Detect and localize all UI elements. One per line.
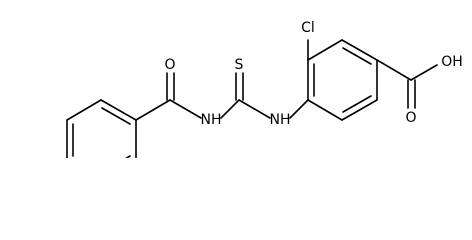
bond-ring-carboxyl [376, 59, 412, 81]
bond-nh-ring-right [289, 99, 309, 119]
bond-nh-thiocarbon [220, 99, 240, 119]
molecule-canvas: O NH S NH Cl OH O O [7, 20, 463, 187]
atom-label-amide-nitrogen: NH [201, 112, 222, 128]
bond-ring-carbonyl [135, 99, 171, 121]
bond-carbonyl-nh [169, 99, 202, 119]
molecule-structure: O NH S NH Cl OH O O [7, 20, 463, 187]
atom-label-acid-hydroxyl: OH [441, 54, 463, 70]
atom-label-thione-sulfur: S [235, 57, 244, 73]
atom-label-thioamide-nitrogen: NH [270, 112, 291, 128]
bond-carboxyl-oh [410, 64, 438, 81]
atom-label-chlorine: Cl [301, 20, 315, 36]
methoxyphenyl-ring [66, 99, 137, 181]
bond-thiocarbon-nh [238, 99, 271, 119]
chlorobenzoic-ring [307, 39, 378, 121]
atom-label-carbonyl-oxygen: O [164, 57, 175, 73]
atom-label-acid-carbonyl-oxygen: O [405, 110, 416, 126]
